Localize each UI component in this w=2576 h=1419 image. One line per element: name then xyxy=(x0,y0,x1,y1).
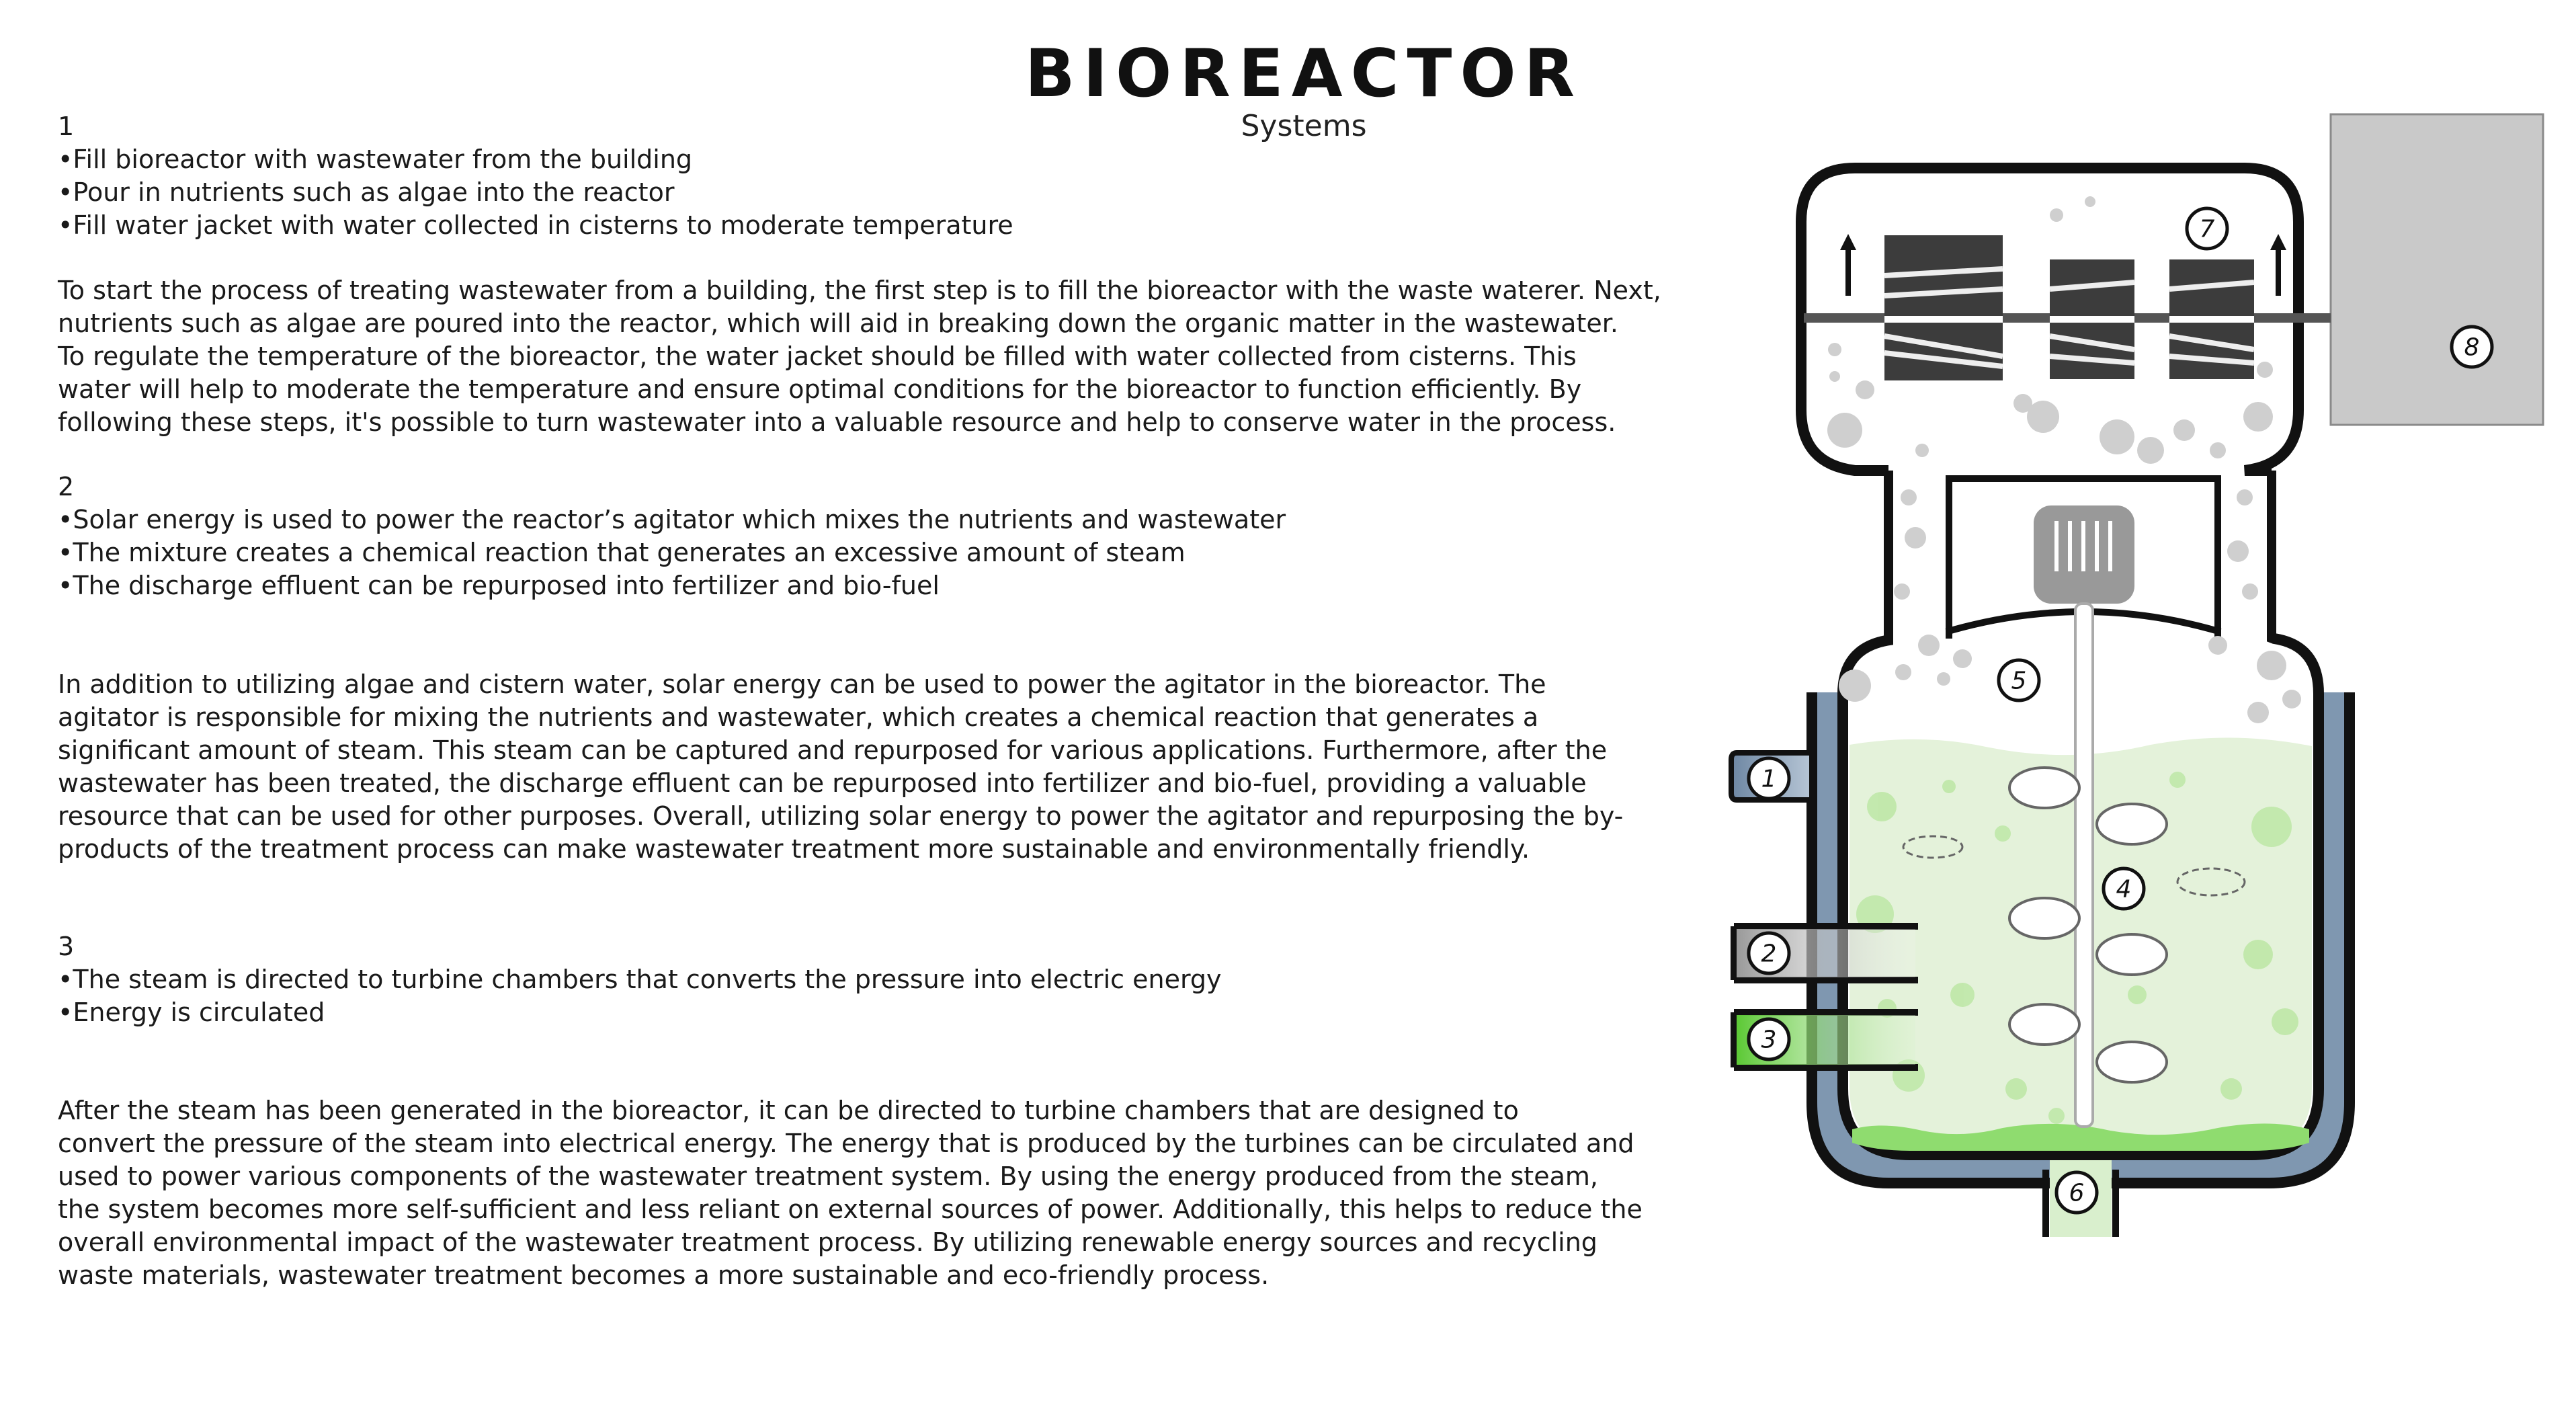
callout-label-2: 2 xyxy=(1747,931,1791,975)
callout-label-4: 4 xyxy=(2102,866,2146,911)
inlet-pipe-3 xyxy=(1731,1009,1918,1071)
step-number: 3 xyxy=(58,932,75,961)
steam-bubbles xyxy=(1827,196,2301,723)
step-bullet: •Fill water jacket with water collected … xyxy=(58,210,1013,240)
paragraph-line: following these steps, it's possible to … xyxy=(58,407,1616,437)
liquid-bubbles xyxy=(1856,772,2298,1124)
steam-arrow-left xyxy=(1840,234,1856,296)
callout-label-8: 8 xyxy=(2450,325,2494,369)
step-1-paragraph: To start the process of treating wastewa… xyxy=(58,274,1718,439)
callout-number: 4 xyxy=(2116,876,2132,903)
turbine-medium xyxy=(2049,259,2135,379)
generator-box xyxy=(2329,113,2544,426)
callout-circle xyxy=(2054,1170,2099,1215)
turbine-small xyxy=(2169,259,2255,379)
callout-number: 5 xyxy=(2011,667,2027,695)
step-number: 2 xyxy=(58,472,75,501)
turbine-large xyxy=(1884,235,2003,380)
agitator-paddles xyxy=(2008,766,2168,1084)
header: BIOREACTOR Systems xyxy=(981,40,1626,145)
paragraph-line: To start the process of treating wastewa… xyxy=(58,276,1661,305)
step-number: 1 xyxy=(58,112,75,141)
paragraph-line: products of the treatment process can ma… xyxy=(58,834,1530,864)
step-2-block: 2 •Solar energy is used to power the rea… xyxy=(58,471,1718,602)
step-3-paragraph: After the steam has been generated in th… xyxy=(58,1094,1718,1292)
page-title: BIOREACTOR xyxy=(1024,36,1583,112)
paragraph-line: nutrients such as algae are poured into … xyxy=(58,309,1618,338)
steam-neck xyxy=(1884,471,2276,639)
algae-layer xyxy=(1852,1123,2309,1151)
callout-circle xyxy=(1747,1017,1791,1061)
callout-number: 6 xyxy=(2069,1180,2085,1207)
paragraph-line: water will help to moderate the temperat… xyxy=(58,374,1582,404)
step-bullet: •The discharge effluent can be repurpose… xyxy=(58,571,940,600)
callout-circle xyxy=(2450,325,2494,369)
callout-circle xyxy=(2185,206,2229,251)
paragraph-line: used to power various components of the … xyxy=(58,1162,1598,1191)
step-bullet: •The steam is directed to turbine chambe… xyxy=(58,965,1222,994)
callout-number: 2 xyxy=(1761,940,1777,968)
paragraph-line: overall environmental impact of the wast… xyxy=(58,1227,1597,1257)
paragraph-line: wastewater has been treated, the dischar… xyxy=(58,768,1587,798)
callout-circle xyxy=(1747,756,1791,801)
diagram-labels: 1 2 3 4 5 6 7 8 xyxy=(1747,206,2494,1215)
step-2-paragraph: In addition to utilizing algae and ciste… xyxy=(58,668,1718,866)
paragraph-line: convert the pressure of the steam into e… xyxy=(58,1129,1634,1158)
callout-circle xyxy=(2102,866,2146,911)
step-bullet: •Energy is circulated xyxy=(58,998,325,1027)
paragraph-line: To regulate the temperature of the biore… xyxy=(58,341,1577,371)
callout-label-3: 3 xyxy=(1747,1017,1791,1061)
callout-circle xyxy=(1747,931,1791,975)
inlet-pipe-2 xyxy=(1731,923,1918,983)
agitator-motor-vents xyxy=(2054,521,2112,571)
steam-arrow-right xyxy=(2270,234,2286,296)
step-bullet: •Pour in nutrients such as algae into th… xyxy=(58,177,675,207)
callout-label-7: 7 xyxy=(2185,206,2229,251)
paragraph-line: agitator is responsible for mixing the n… xyxy=(58,702,1539,732)
page-subtitle: Systems xyxy=(1241,109,1367,143)
step-3-block: 3 •The steam is directed to turbine cham… xyxy=(58,930,1718,1029)
paragraph-line: significant amount of steam. This steam … xyxy=(58,735,1608,765)
paragraph-line: the system becomes more self-sufficient … xyxy=(58,1194,1643,1224)
paragraph-line: resource that can be used for other purp… xyxy=(58,801,1624,831)
step-1-block: 1 •Fill bioreactor with wastewater from … xyxy=(58,110,1718,242)
paragraph-line: In addition to utilizing algae and ciste… xyxy=(58,670,1546,699)
step-bullet: •Solar energy is used to power the react… xyxy=(58,505,1286,534)
floating-particles xyxy=(1902,835,2246,897)
step-bullet: •The mixture creates a chemical reaction… xyxy=(58,538,1186,567)
callout-number: 7 xyxy=(2200,216,2215,243)
callout-number: 1 xyxy=(1761,766,1777,793)
step-bullet: •Fill bioreactor with wastewater from th… xyxy=(58,145,693,174)
callout-circle xyxy=(1997,658,2041,702)
callout-label-6: 6 xyxy=(2054,1170,2099,1215)
callout-label-1: 1 xyxy=(1747,756,1791,801)
paragraph-line: waste materials, wastewater treatment be… xyxy=(58,1260,1270,1290)
callout-label-5: 5 xyxy=(1997,658,2041,702)
callout-number: 8 xyxy=(2464,334,2480,362)
paragraph-line: After the steam has been generated in th… xyxy=(58,1096,1519,1125)
agitator-shaft xyxy=(2074,602,2094,1128)
callout-number: 3 xyxy=(1761,1026,1777,1054)
outlet-pipe xyxy=(2042,1170,2119,1237)
